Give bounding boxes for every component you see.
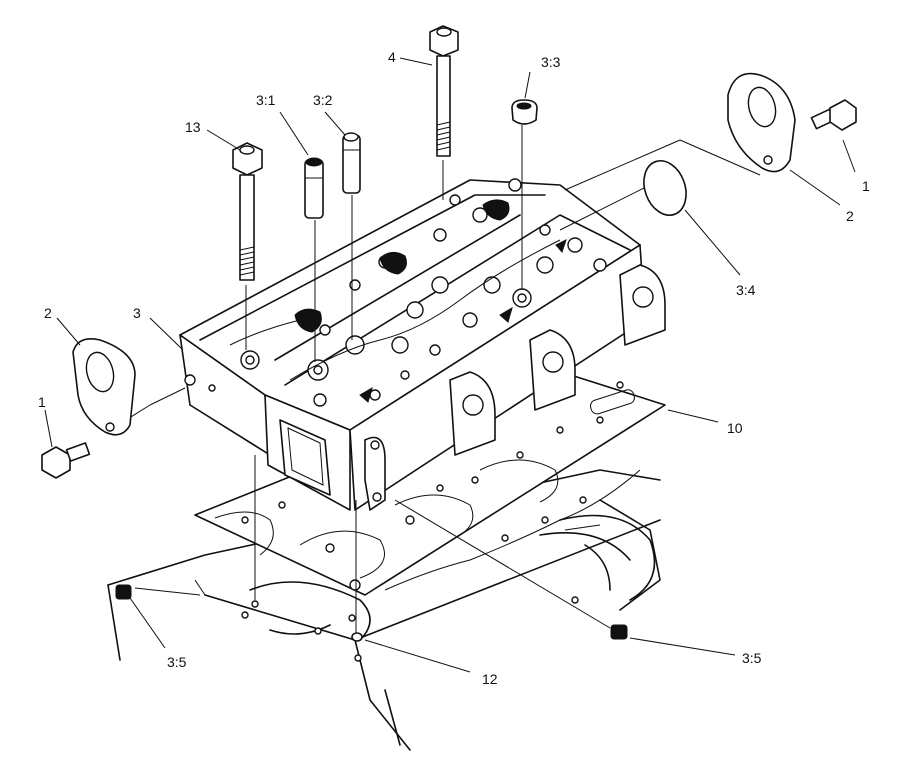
- valve-seal-3-3: [511, 99, 538, 125]
- plug-3-5-left: [115, 584, 132, 600]
- label-3-1: 3:1: [256, 92, 276, 108]
- plug-3-5-right: [610, 624, 628, 640]
- leader-lines: [44, 57, 856, 673]
- label-3-5-right: 3:5: [742, 650, 762, 666]
- bolt-1-left: [41, 442, 91, 479]
- valve-guide-3-1: [304, 157, 324, 219]
- label-3-3: 3:3: [541, 54, 561, 70]
- valve-guide-3-2: [342, 132, 361, 194]
- label-1-right: 1: [862, 178, 870, 194]
- dowel-ring-12: [351, 632, 363, 642]
- label-3: 3: [133, 305, 141, 321]
- label-1-left: 1: [38, 394, 46, 410]
- bolt-1-right: [810, 99, 857, 131]
- callout-labels: 13 3:1 3:2 4 3:3 1 2 3:4 2 3 1 10 3:5 3:…: [38, 49, 870, 687]
- label-10: 10: [727, 420, 743, 436]
- label-12: 12: [482, 671, 498, 687]
- plug-3-4: [643, 160, 687, 216]
- bolt-4: [429, 25, 459, 157]
- label-3-4: 3:4: [736, 282, 756, 298]
- label-3-5-left: 3:5: [167, 654, 187, 670]
- cylinder-head: [179, 178, 666, 511]
- lifting-bracket-right: [727, 72, 796, 173]
- label-3-2: 3:2: [313, 92, 333, 108]
- label-4: 4: [388, 49, 396, 65]
- bolt-13: [232, 142, 263, 281]
- label-2-left: 2: [44, 305, 52, 321]
- lifting-bracket-left: [72, 338, 136, 436]
- label-2-right: 2: [846, 208, 854, 224]
- label-13: 13: [185, 119, 201, 135]
- alignment-lines: [109, 125, 761, 640]
